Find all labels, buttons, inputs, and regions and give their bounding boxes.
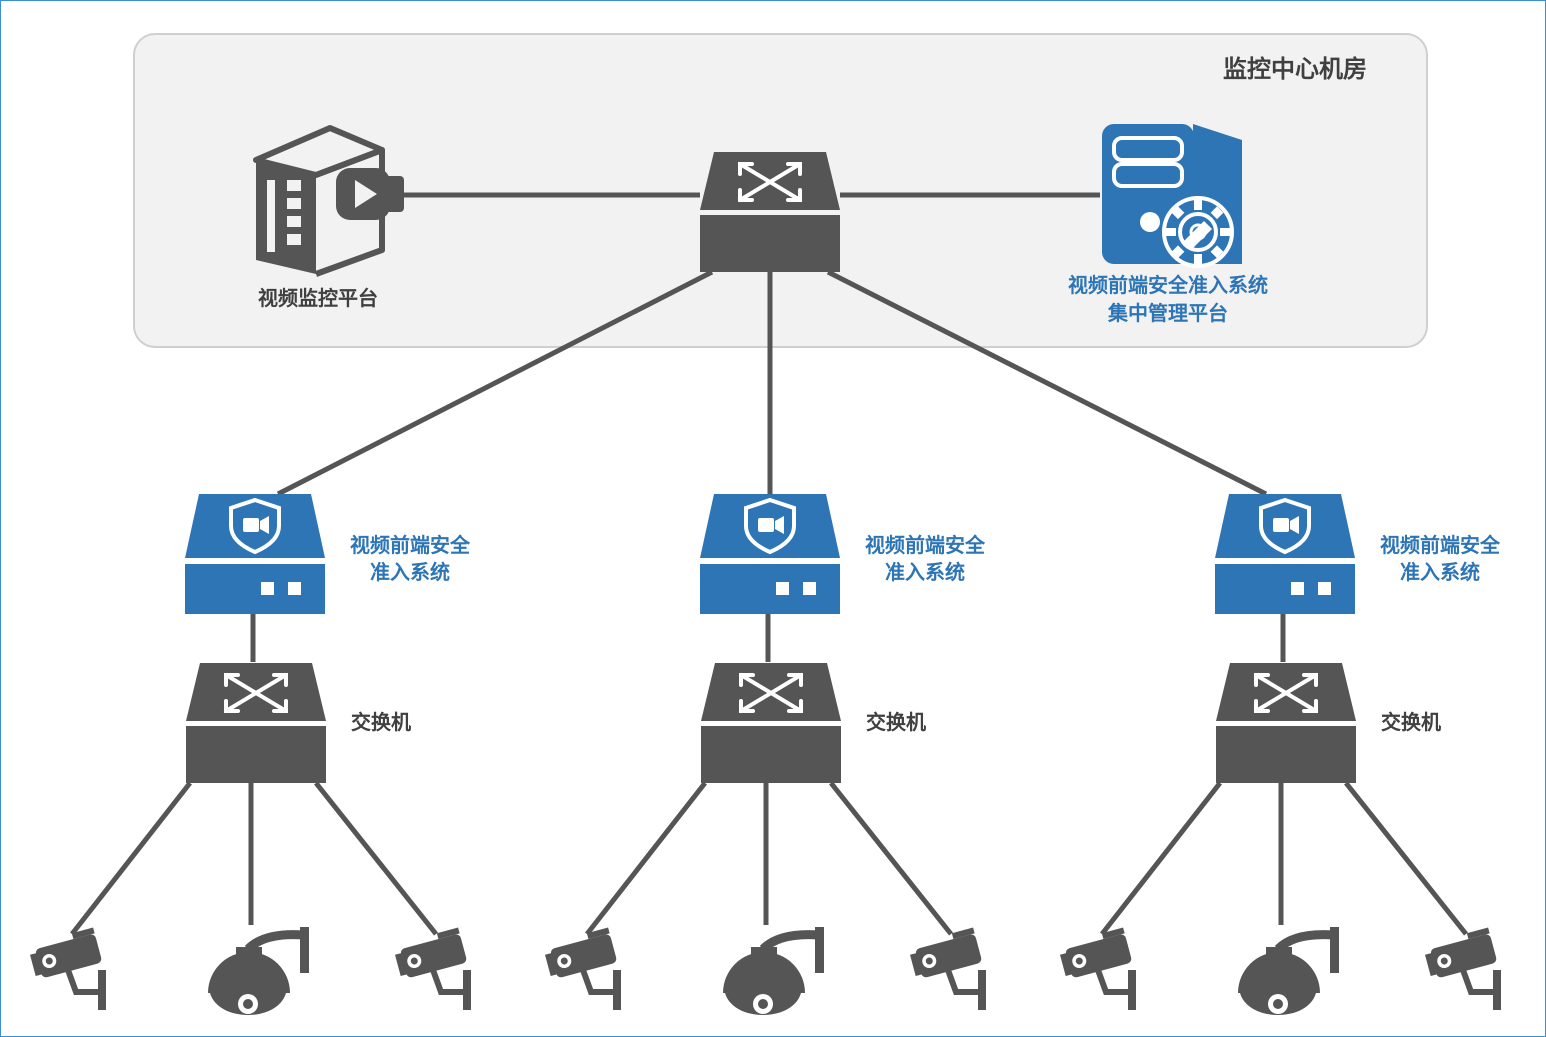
dome-camera-icon [208,927,309,1015]
switch-icon [184,661,328,785]
mgmt-platform-label-line1: 视频前端安全准入系统 [1068,273,1268,297]
dome-camera-icon [723,927,824,1015]
dome-camera-icon [1238,927,1339,1015]
video-platform-label: 视频监控平台 [258,286,378,310]
link-camera [314,781,438,936]
switch-label: 交换机 [351,710,411,734]
mgmt-platform-label-line2: 集中管理平台 [1108,301,1228,325]
switch-icon [699,661,843,785]
bullet-camera-icon [1422,928,1501,1010]
link-camera [585,781,707,936]
link-branch-3 [826,269,1268,497]
core-switch-icon [698,150,842,274]
gateway-label-line2: 准入系统 [1400,560,1480,584]
gateway-label-line2: 准入系统 [370,560,450,584]
security-gateway-icon [183,492,327,616]
link-camera [70,781,192,936]
switch-icon [1214,661,1358,785]
link-camera [1344,781,1468,936]
gateway-label-line1: 视频前端安全 [865,533,985,557]
bullet-camera-icon [392,928,471,1010]
security-gateway-icon [698,492,842,616]
room-title: 监控中心机房 [1223,55,1367,83]
bullet-camera-icon [907,928,986,1010]
gateway-label-line2: 准入系统 [885,560,965,584]
video-server-icon [253,125,404,277]
link-camera [1100,781,1222,936]
switch-label: 交换机 [866,710,926,734]
switch-label: 交换机 [1381,710,1441,734]
security-gateway-icon [1213,492,1357,616]
bullet-camera-icon [542,928,621,1010]
bullet-camera-icon [1057,928,1136,1010]
gateway-label-line1: 视频前端安全 [350,533,470,557]
management-server-icon [1102,124,1242,268]
bullet-camera-icon [27,928,106,1010]
link-branch-1 [276,269,714,497]
link-camera [829,781,953,936]
gateway-label-line1: 视频前端安全 [1380,533,1500,557]
network-links [70,192,1468,936]
